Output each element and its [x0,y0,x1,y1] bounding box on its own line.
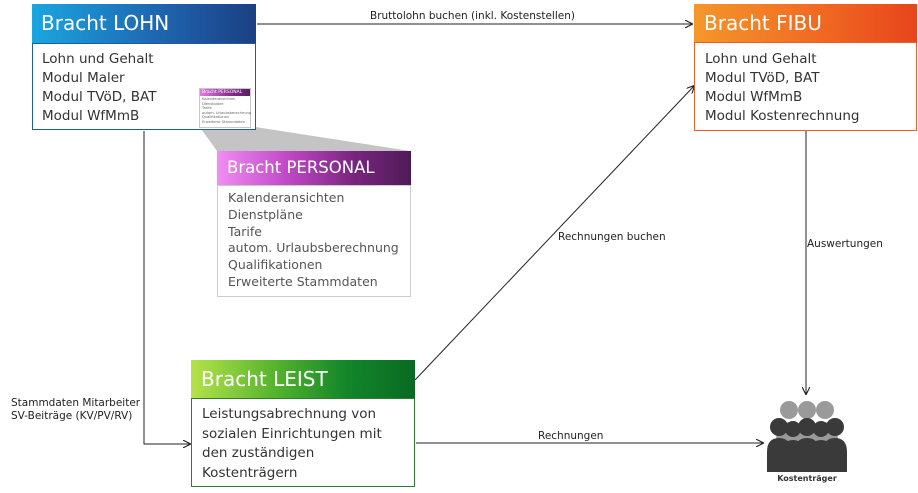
personal-item: Tarife [228,223,262,239]
fibu-title: Bracht FIBU [694,4,917,42]
people-group-icon [767,401,847,472]
personal-item: Qualifikationen [228,257,323,273]
personal-thumbnail-body: Kalenderansichten Dienstpläne Tarife aut… [200,96,252,125]
personal-thumbnail-item: autom. Urlaubsberechnung [202,110,252,115]
arrow-label-auswertungen: Auswertungen [807,238,883,250]
leist-body: Leistungsabrechnung von sozialen Einrich… [191,398,415,487]
leist-box: Bracht LEIST Leistungsabrechnung von soz… [191,360,415,487]
personal-item: Kalenderansichten [228,190,345,205]
fibu-item: Modul WfMmB [705,89,803,105]
personal-thumbnail-item: Kalenderansichten [202,97,236,101]
personal-callout-shape [199,126,410,151]
personal-thumbnail-item: Tarife [202,106,212,111]
personal-title: Bracht PERSONAL [217,151,411,185]
personal-thumbnail-title: Bracht PERSONAL [200,89,250,96]
arrow-leist-to-fibu [414,86,694,381]
leist-item: Leistungsabrechnung von [202,406,377,422]
lohn-item: Modul Maler [42,70,125,86]
kostentraeger-label: Kostenträger [777,474,837,483]
fibu-item: Lohn und Gehalt [705,51,817,67]
arrow-label-stammdaten-line: SV-Beiträge (KV/PV/RV) [11,410,133,422]
arrow-label-rechnungen-buchen: Rechnungen buchen [558,231,666,243]
personal-item: Erweiterte Stammdaten [228,273,378,289]
personal-item: autom. Urlaubsberechnung [228,240,399,256]
fibu-item: Modul Kostenrechnung [705,108,860,124]
personal-box: Bracht PERSONAL Kalenderansichten Dienst… [217,151,411,297]
arrow-label-stammdaten-line: Stammdaten Mitarbeiter [11,397,141,409]
personal-thumbnail-item: Erweiterte Stammdaten [202,119,246,124]
fibu-box: Bracht FIBU Lohn und Gehalt Modul TVöD, … [694,4,917,131]
personal-body: Kalenderansichten Dienstpläne Tarife aut… [217,185,411,297]
lohn-box: Bracht LOHN Lohn und Gehalt Modul Maler … [32,4,256,130]
lohn-item: Modul TVöD, BAT [42,89,157,105]
arrow-label-rechnungen: Rechnungen [538,430,604,442]
arrow-lohn-to-leist [143,131,190,444]
arrow-label-bruttolohn: Bruttolohn buchen (inkl. Kostenstellen) [370,10,575,22]
lohn-title: Bracht LOHN [32,4,256,43]
leist-item: Kostenträgern [202,464,298,481]
personal-thumbnail: Bracht PERSONAL Kalenderansichten Dienst… [199,88,251,128]
lohn-item: Modul WfMmB [42,108,140,124]
personal-thumbnail-item: Qualifikationen [202,115,230,120]
fibu-item: Modul TVöD, BAT [705,70,820,86]
leist-title: Bracht LEIST [191,360,415,398]
lohn-item: Lohn und Gehalt [42,51,154,67]
leist-item: sozialen Einrichtungen mit [202,425,382,442]
arrow-label-stammdaten: Stammdaten Mitarbeiter SV-Beiträge (KV/P… [11,397,140,423]
lohn-body: Lohn und Gehalt Modul Maler Modul TVöD, … [32,43,256,130]
fibu-body: Lohn und Gehalt Modul TVöD, BAT Modul Wf… [694,42,917,131]
leist-item: den zuständigen [202,445,315,461]
personal-thumbnail-item: Dienstpläne [202,101,224,106]
personal-item: Dienstpläne [228,206,303,222]
